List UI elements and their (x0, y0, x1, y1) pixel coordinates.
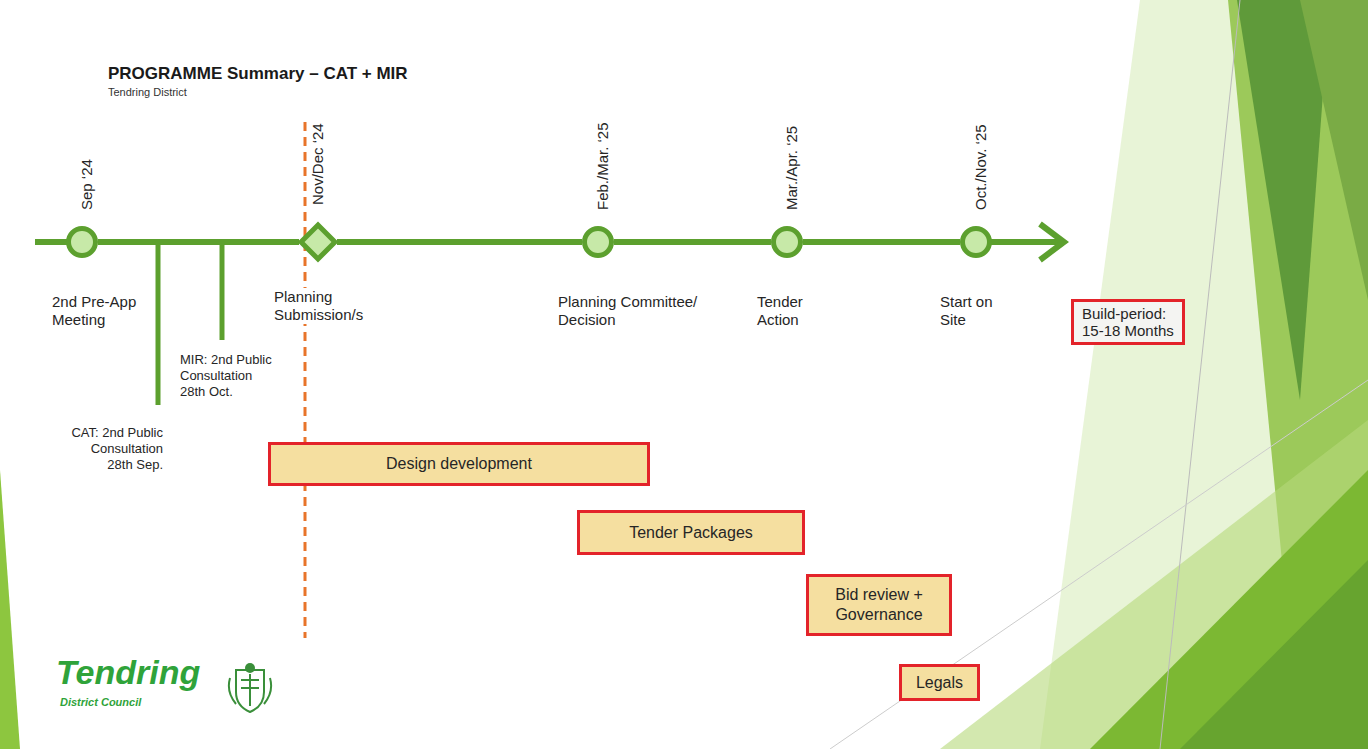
timeline-segment (614, 239, 771, 245)
consultation-note: MIR: 2nd Public Consultation 28th Oct. (180, 352, 280, 400)
decor-shape (940, 420, 1368, 749)
milestone-date: Mar./Apr. ‘25 (784, 126, 800, 210)
milestone-caption: 2nd Pre-App Meeting (52, 293, 152, 329)
phase-bar: Design development (268, 442, 650, 486)
decor-shape (1300, 0, 1368, 300)
phase-bar: Legals (899, 664, 980, 701)
milestone-caption: Planning Submission/s (274, 288, 384, 324)
decor-line (1160, 0, 1240, 749)
diamond-outline (299, 223, 337, 261)
milestone-date: Feb./Mar. ‘25 (595, 122, 611, 210)
build-period-text: Build-period: 15-18 Months (1082, 305, 1174, 339)
timeline-segment (337, 239, 582, 245)
phase-bar: Tender Packages (577, 510, 805, 555)
phase-label: Bid review + Governance (819, 585, 939, 625)
council-crest (229, 663, 271, 712)
phase-bar: Bid review + Governance (806, 574, 952, 636)
decor-shape (0, 470, 20, 749)
milestone-caption: Tender Action (757, 293, 821, 329)
milestone-date: Sep ‘24 (79, 159, 95, 210)
milestone-circle: Oct./Nov. ‘25Start on Site (960, 226, 992, 258)
decor-line (830, 380, 1368, 749)
phase-label: Legals (916, 673, 963, 693)
today-marker (304, 122, 307, 638)
milestone-circle: Mar./Apr. ‘25Tender Action (771, 226, 803, 258)
slide-title: PROGRAMME Summary – CAT + MIR (108, 64, 408, 84)
milestone-circle: Sep ‘242nd Pre-App Meeting (66, 226, 98, 258)
build-period-box: Build-period: 15-18 Months (1071, 299, 1185, 345)
timeline-tick (156, 242, 161, 405)
logo-subtext: District Council (60, 696, 141, 709)
timeline-segment (98, 239, 299, 245)
timeline-arrowhead (1040, 224, 1064, 260)
decor-shape (1090, 470, 1368, 749)
timeline (988, 239, 1062, 245)
milestone-caption: Start on Site (940, 293, 1006, 329)
logo-wordmark: Tendring (56, 652, 200, 693)
diamond-shape (301, 225, 335, 259)
subtitle: Tendring District (108, 86, 187, 99)
phase-label: Design development (386, 454, 532, 474)
timeline (35, 239, 70, 245)
milestone-date: Nov/Dec ‘24 (310, 123, 326, 205)
milestone-date: Oct./Nov. ‘25 (973, 124, 989, 210)
timeline-tick (220, 242, 225, 340)
phase-label: Tender Packages (629, 523, 753, 543)
timeline-segment (803, 239, 960, 245)
milestone-circle: Feb./Mar. ‘25Planning Committee/ Decisio… (582, 226, 614, 258)
milestone-diamond: Nov/Dec ‘24Planning Submission/s (299, 223, 337, 261)
decor-shape (1180, 560, 1368, 749)
consultation-note: CAT: 2nd Public Consultation 28th Sep. (63, 425, 163, 473)
milestone-caption: Planning Committee/ Decision (558, 293, 708, 329)
